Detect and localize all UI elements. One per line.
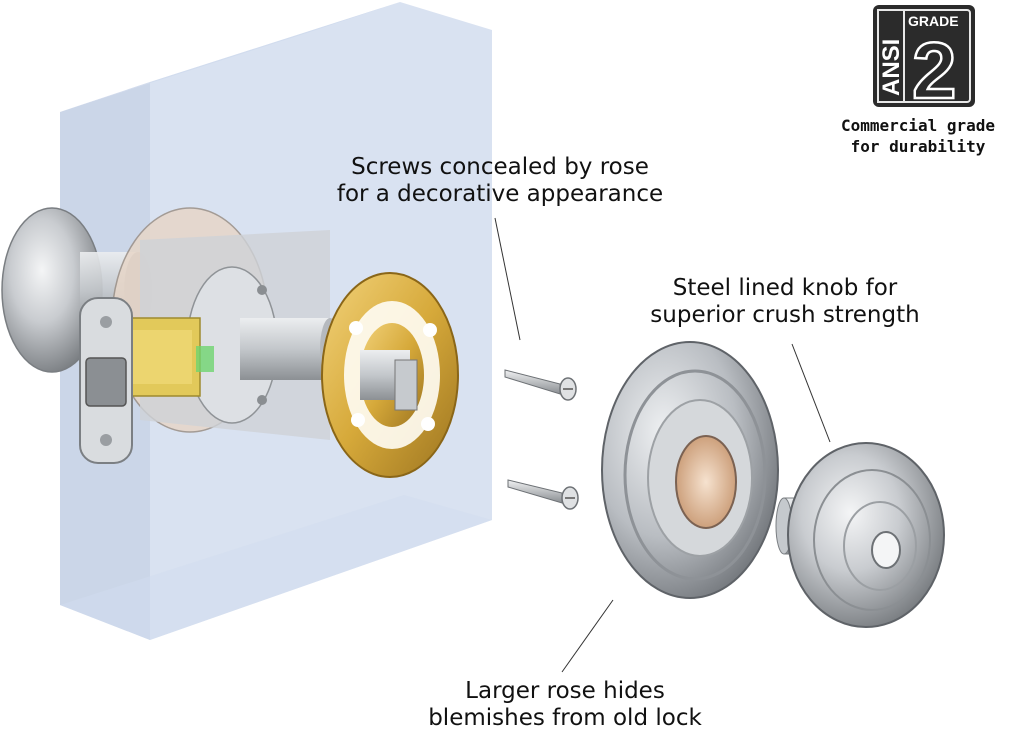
badge-caption-line-2: for durability <box>850 137 986 156</box>
decorative-rose <box>601 341 779 599</box>
badge-standard-text: ANSI <box>878 39 905 96</box>
screw-lower <box>507 479 579 510</box>
callout-screws-line-1: Screws concealed by rose <box>351 154 649 180</box>
callout-rose-line-1: Larger rose hides <box>465 678 665 704</box>
brass-mounting-plate <box>321 272 459 478</box>
callout-knob-line-1: Steel lined knob for <box>672 275 898 301</box>
callout-rose: Larger rose hides blemishes from old loc… <box>400 678 730 732</box>
badge-caption: Commercial grade for durability <box>808 115 1024 157</box>
leader-line-rose <box>561 599 614 673</box>
leader-line-knob <box>791 343 831 443</box>
callout-knob: Steel lined knob for superior crush stre… <box>630 275 940 329</box>
ansi-grade-badge: ANSI GRADE 2 <box>873 5 975 108</box>
door-block <box>60 2 492 640</box>
callout-screws-line-2: for a decorative appearance <box>336 181 664 207</box>
leader-line-screws <box>494 217 521 341</box>
outside-knob <box>775 442 945 628</box>
badge-grade-word: GRADE <box>908 13 959 29</box>
badge-grade-number: 2 <box>912 26 957 108</box>
latch-assembly <box>79 297 214 464</box>
callout-rose-line-2: blemishes from old lock <box>428 705 702 731</box>
callout-knob-line-2: superior crush strength <box>650 302 920 328</box>
door-bottom-edge <box>60 495 492 640</box>
badge-caption-line-1: Commercial grade <box>840 116 996 135</box>
screw-upper <box>504 369 577 401</box>
latch-bolt <box>85 357 127 407</box>
callout-screws: Screws concealed by rose for a decorativ… <box>300 154 700 208</box>
